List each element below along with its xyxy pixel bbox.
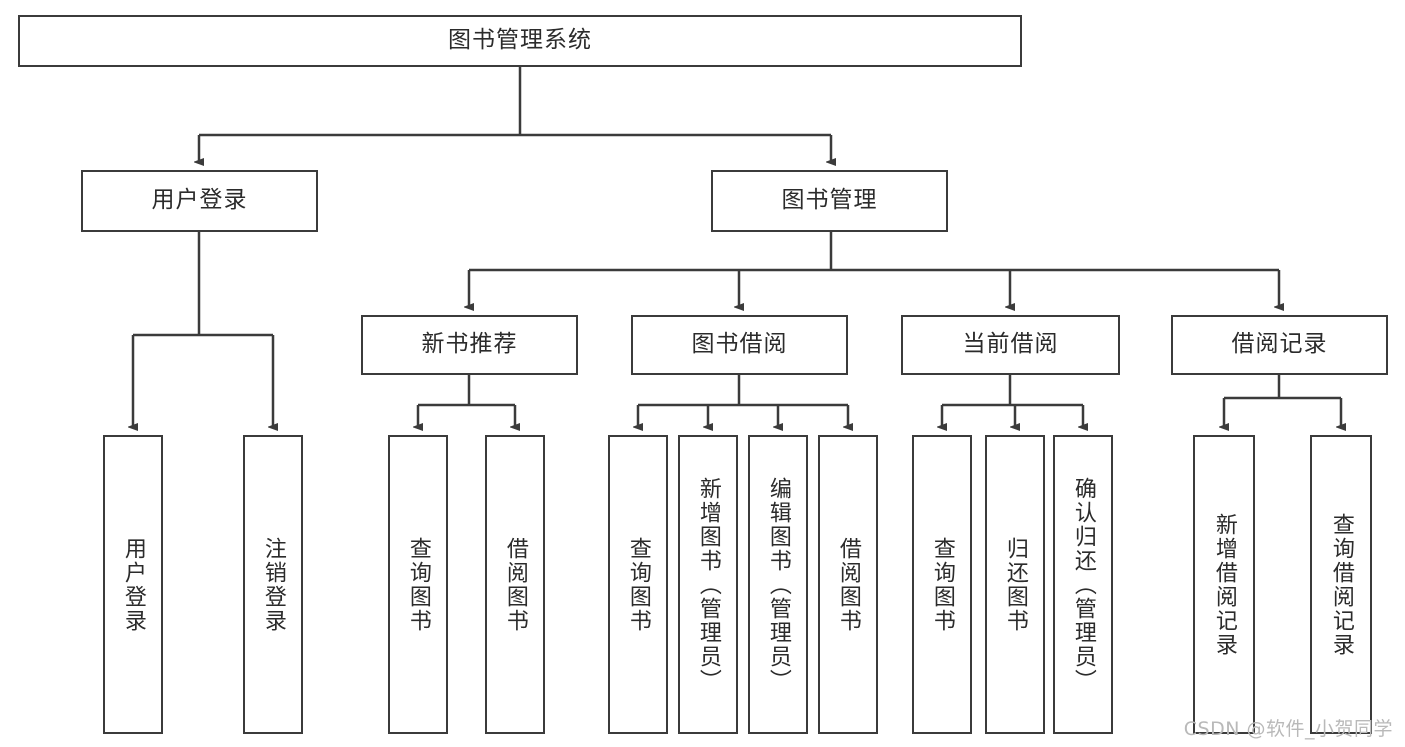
node-book-management[interactable]: 图书管理 (711, 170, 948, 232)
leaf-user-login-label: 用户登录 (120, 536, 146, 633)
leaf-add-book-admin-label: 新增图书（管理员） (695, 476, 721, 693)
node-new-book-recommend[interactable]: 新书推荐 (361, 315, 578, 375)
leaf-query-book-borrow-label: 查询图书 (625, 536, 651, 633)
node-root-label: 图书管理系统 (448, 27, 592, 54)
leaf-return-book-label: 归还图书 (1002, 536, 1028, 633)
leaf-borrow-book-new[interactable]: 借阅图书 (485, 435, 545, 734)
leaf-return-book[interactable]: 归还图书 (985, 435, 1045, 734)
leaf-logout[interactable]: 注销登录 (243, 435, 303, 734)
leaf-query-book-current[interactable]: 查询图书 (912, 435, 972, 734)
leaf-add-borrow-record-label: 新增借阅记录 (1211, 512, 1237, 657)
leaf-add-borrow-record[interactable]: 新增借阅记录 (1193, 435, 1255, 734)
leaf-query-book-current-label: 查询图书 (929, 536, 955, 633)
leaf-query-borrow-record-label: 查询借阅记录 (1328, 512, 1354, 657)
leaf-query-book-new[interactable]: 查询图书 (388, 435, 448, 734)
node-book-management-label: 图书管理 (781, 187, 878, 214)
leaf-borrow-book-label: 借阅图书 (835, 536, 861, 633)
leaf-query-book-borrow[interactable]: 查询图书 (608, 435, 668, 734)
node-borrow-records[interactable]: 借阅记录 (1171, 315, 1388, 375)
leaf-logout-label: 注销登录 (260, 536, 286, 633)
node-new-book-recommend-label: 新书推荐 (421, 331, 518, 358)
node-current-borrow[interactable]: 当前借阅 (901, 315, 1120, 375)
node-root[interactable]: 图书管理系统 (18, 15, 1022, 67)
node-user-login-label: 用户登录 (151, 187, 248, 214)
node-borrow-records-label: 借阅记录 (1231, 331, 1328, 358)
node-book-borrow[interactable]: 图书借阅 (631, 315, 848, 375)
leaf-confirm-return-admin-label: 确认归还（管理员） (1070, 476, 1096, 693)
node-book-borrow-label: 图书借阅 (691, 331, 788, 358)
node-user-login[interactable]: 用户登录 (81, 170, 318, 232)
leaf-borrow-book-new-label: 借阅图书 (502, 536, 528, 633)
leaf-borrow-book[interactable]: 借阅图书 (818, 435, 878, 734)
leaf-user-login[interactable]: 用户登录 (103, 435, 163, 734)
leaf-confirm-return-admin[interactable]: 确认归还（管理员） (1053, 435, 1113, 734)
leaf-edit-book-admin-label: 编辑图书（管理员） (765, 476, 791, 693)
csdn-watermark: CSDN @软件_小贺同学 (1183, 718, 1393, 740)
leaf-add-book-admin[interactable]: 新增图书（管理员） (678, 435, 738, 734)
leaf-query-book-new-label: 查询图书 (405, 536, 431, 633)
leaf-edit-book-admin[interactable]: 编辑图书（管理员） (748, 435, 808, 734)
leaf-query-borrow-record[interactable]: 查询借阅记录 (1310, 435, 1372, 734)
node-current-borrow-label: 当前借阅 (962, 331, 1059, 358)
